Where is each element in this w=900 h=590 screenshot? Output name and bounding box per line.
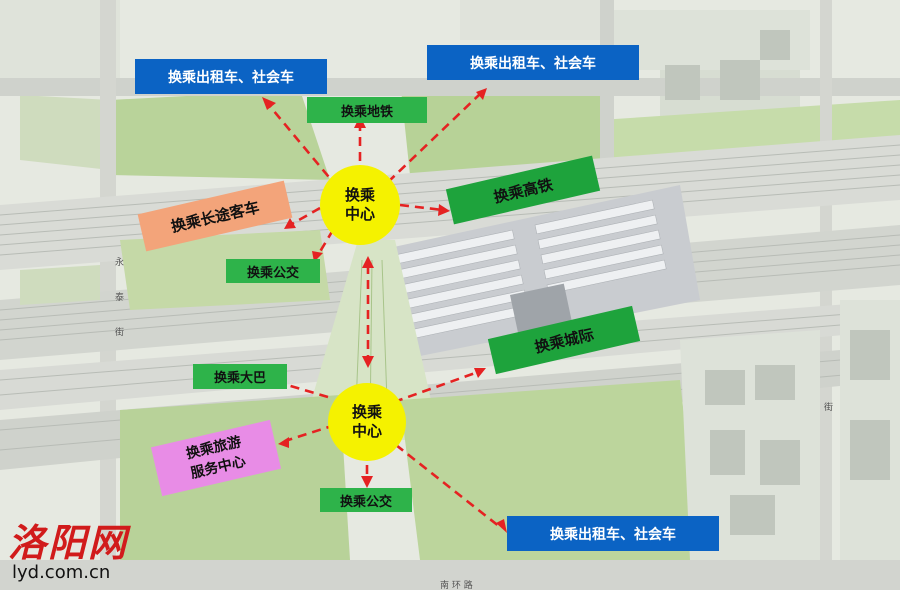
hub-top-line1: 换乘 xyxy=(344,186,375,204)
label-taxi-top-right: 换乘出租车、社会车 xyxy=(427,45,639,80)
label-coach: 换乘大巴 xyxy=(193,364,287,389)
hub-bottom-line1: 换乘 xyxy=(351,403,382,421)
watermark-logo: 洛阳网 xyxy=(8,520,129,565)
transfer-hub-top: 换乘 中心 xyxy=(320,165,400,245)
hub-bottom-line2: 中心 xyxy=(351,422,382,440)
watermark-domain: lyd.com.cn xyxy=(12,562,111,583)
label-bus-top: 换乘公交 xyxy=(226,259,320,283)
road-south-ring: 南 环 路 xyxy=(440,581,473,590)
label-metro: 换乘地铁 xyxy=(307,97,427,123)
label-taxi-top-left: 换乘出租车、社会车 xyxy=(135,59,327,94)
road-left-2: 泰 xyxy=(115,293,125,303)
hub-top-line2: 中心 xyxy=(344,205,375,223)
road-right: 街 xyxy=(824,403,834,413)
label-taxi-bottom-right: 换乘出租车、社会车 xyxy=(507,516,719,551)
road-left-3: 街 xyxy=(115,328,125,338)
transfer-hub-bottom: 换乘 中心 xyxy=(328,383,406,461)
label-bus-bottom: 换乘公交 xyxy=(320,488,412,512)
road-left-1: 永 xyxy=(115,258,125,268)
